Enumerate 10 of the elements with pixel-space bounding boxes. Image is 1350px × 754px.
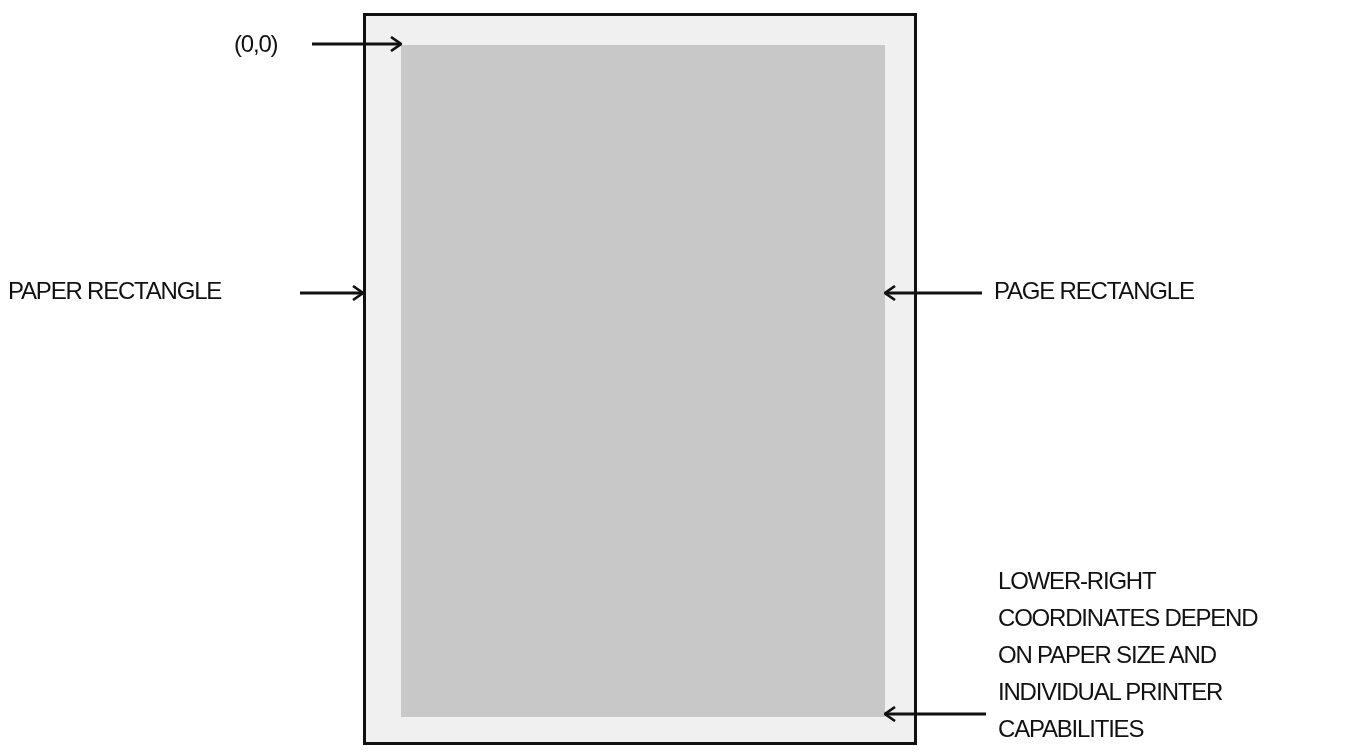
callout-label: PAPER RECTANGLE bbox=[8, 272, 290, 309]
arrow bbox=[300, 284, 365, 302]
callout-label: (0,0) bbox=[234, 25, 302, 62]
arrow bbox=[883, 284, 982, 302]
paper-rectangle bbox=[363, 13, 917, 745]
callout-label: LOWER-RIGHT COORDINATES DEPEND ON PAPER SIZE AND INDIVIDUAL PRINTER CAPABILITIES bbox=[998, 562, 1278, 752]
arrow bbox=[312, 35, 403, 53]
page-rectangle bbox=[401, 45, 885, 717]
callout-label: PAGE RECTANGLE bbox=[994, 272, 1264, 309]
arrow bbox=[883, 705, 986, 723]
